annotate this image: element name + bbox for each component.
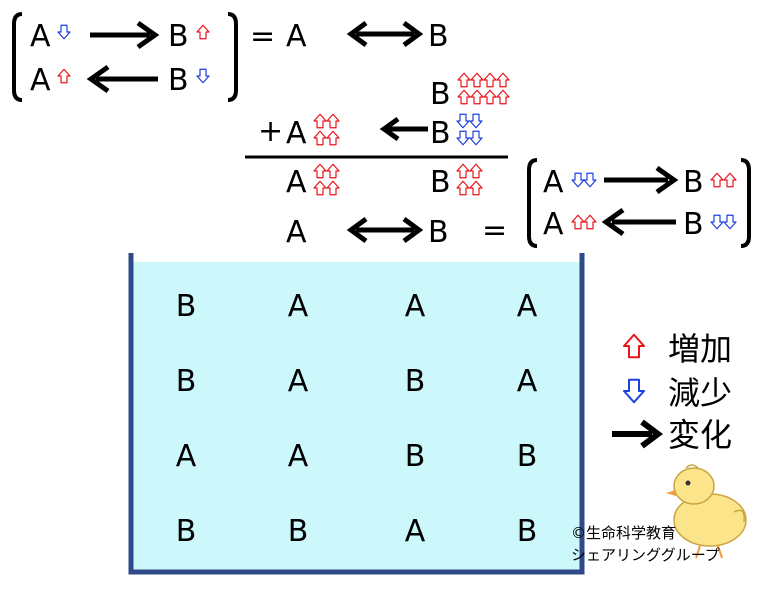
red-up-arrow-icon — [313, 113, 340, 146]
molecule-b: B — [176, 364, 197, 399]
species-b-label: B — [430, 77, 451, 112]
red-up-arrow-icon — [456, 163, 483, 196]
equation-new-bracket: A B A B — [527, 158, 751, 248]
molecule-a: A — [176, 439, 197, 474]
beaker-water — [131, 262, 582, 572]
molecule-a: A — [288, 364, 309, 399]
legend-label: 変化 — [668, 416, 732, 454]
species-b-label: B — [430, 165, 451, 200]
red-up-arrow-icon — [623, 333, 645, 359]
legend-label: 増加 — [668, 330, 732, 368]
molecule-b: B — [517, 439, 538, 474]
red-up-arrow-icon — [710, 172, 737, 188]
legend-label: 減少 — [668, 374, 732, 412]
species-a-label: A — [543, 165, 564, 200]
species-a-label: A — [286, 165, 307, 200]
plus-sign: + — [258, 114, 283, 149]
species-a-label: A — [286, 116, 307, 151]
molecule-a: A — [288, 289, 309, 324]
legend-item-change: 変化 — [612, 416, 732, 454]
chick-mascot — [666, 464, 747, 559]
species-b-label: B — [428, 215, 449, 250]
species-b-label: B — [428, 19, 449, 54]
credit: ©生命科学教育 シェアリンググループ — [571, 524, 720, 564]
molecule-b: B — [405, 439, 426, 474]
reverse-arrow-icon — [601, 207, 676, 237]
double-arrow-icon — [346, 216, 424, 244]
molecule-b: B — [176, 514, 197, 549]
forward-arrow-icon — [604, 165, 679, 195]
result-row: A B — [286, 163, 483, 200]
black-right-arrow-icon — [612, 419, 663, 449]
molecule-a: A — [288, 439, 309, 474]
credit-line-2: シェアリンググループ — [571, 546, 720, 564]
molecule-b: B — [288, 514, 309, 549]
equals-sign: = — [250, 19, 275, 54]
molecule-a: A — [405, 514, 426, 549]
equation-base-summary: = A B — [250, 19, 449, 54]
legend-item-increase: 増加 — [623, 330, 732, 368]
species-a-label: A — [286, 215, 307, 250]
added-b-row: B — [430, 72, 510, 112]
beaker-wall — [128, 253, 585, 575]
blue-down-arrow-icon — [456, 113, 483, 146]
species-a-label: A — [30, 63, 51, 98]
species-b-label: B — [168, 19, 189, 54]
forward-arrow-icon — [90, 20, 160, 50]
equation-new-summary: A B = — [286, 213, 507, 250]
reverse-arrow-icon — [379, 116, 428, 142]
species-b-label: B — [430, 116, 451, 151]
blue-down-arrow-icon — [623, 378, 645, 404]
credit-line-1: ©生命科学教育 — [571, 524, 676, 542]
equation-base-bracket: A B A B — [12, 12, 238, 102]
molecule-a: A — [517, 364, 538, 399]
molecule-b: B — [405, 364, 426, 399]
reverse-arrow-icon — [86, 64, 158, 94]
red-up-arrow-icon — [313, 163, 340, 196]
shift-row: + A B — [258, 113, 483, 151]
red-up-arrow-icon — [196, 24, 210, 40]
molecule-grid: B A A A B A B A A A B B B B A B — [176, 289, 538, 549]
molecule-a: A — [517, 289, 538, 324]
equals-sign: = — [482, 213, 507, 248]
blue-down-arrow-icon — [196, 68, 210, 84]
blue-down-arrow-icon — [710, 214, 737, 230]
species-b-label: B — [683, 165, 704, 200]
legend: 増加 減少 変化 — [612, 330, 732, 454]
red-up-arrow-icon — [457, 72, 510, 105]
blue-down-arrow-icon — [571, 172, 597, 188]
red-up-arrow-icon — [571, 214, 597, 230]
molecule-b: B — [176, 289, 197, 324]
species-a-label: A — [30, 19, 51, 54]
molecule-b: B — [517, 514, 538, 549]
species-b-label: B — [683, 207, 704, 242]
blue-down-arrow-icon — [57, 24, 71, 40]
red-up-arrow-icon — [57, 68, 71, 84]
species-a-label: A — [543, 207, 564, 242]
molecule-a: A — [405, 289, 426, 324]
double-arrow-icon — [346, 20, 424, 48]
species-a-label: A — [286, 19, 307, 54]
beaker: B A A A B A B A A A B B B B A B — [128, 253, 585, 575]
species-b-label: B — [168, 63, 189, 98]
legend-item-decrease: 減少 — [623, 374, 732, 412]
